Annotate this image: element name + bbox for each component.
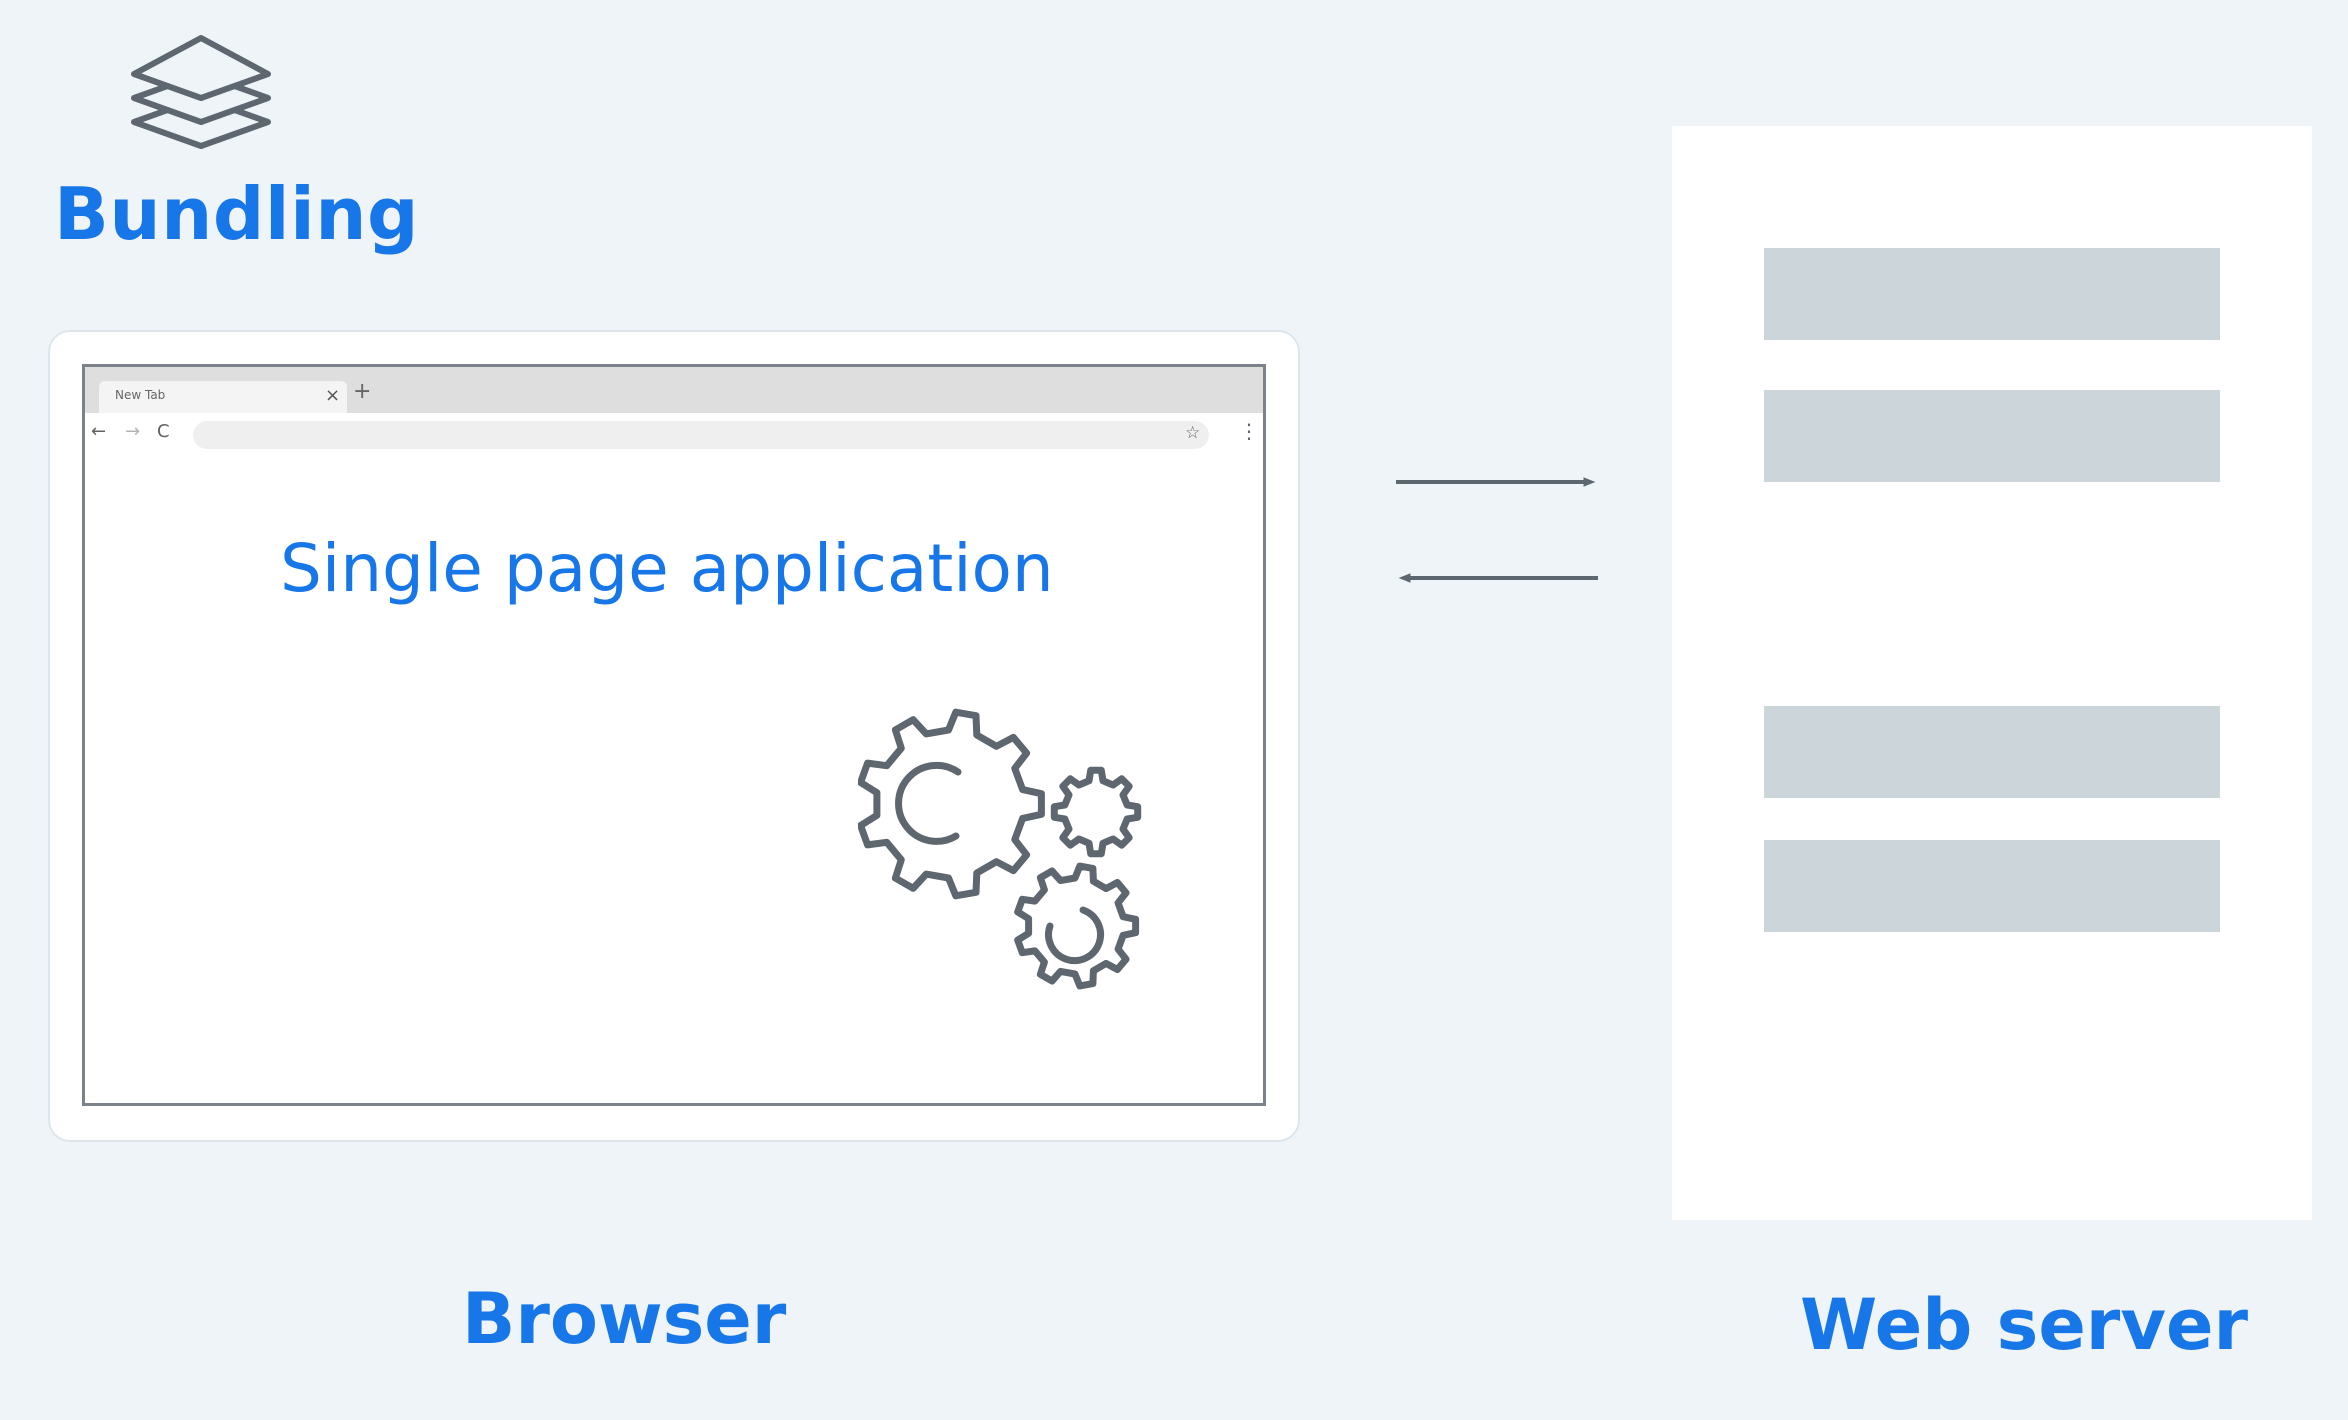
page-title: Bundling <box>54 172 420 256</box>
response-arrow-head <box>1398 573 1411 583</box>
spa-label: Single page application <box>280 530 1054 607</box>
server-block <box>1764 390 2220 482</box>
server-block <box>1764 706 2220 798</box>
browser-caption: Browser <box>462 1278 787 1360</box>
reload-icon[interactable]: C <box>157 421 170 442</box>
request-response-arrows <box>1396 477 1598 583</box>
gears-icon <box>858 708 1142 990</box>
browser-window: New Tab × + ← → C ☆ ⋮ <box>82 364 1266 1106</box>
menu-icon[interactable]: ⋮ <box>1239 419 1259 443</box>
forward-icon[interactable]: → <box>125 421 141 442</box>
address-bar[interactable]: ☆ <box>193 421 1209 449</box>
large-gear <box>858 708 1045 900</box>
close-icon[interactable]: × <box>325 385 341 406</box>
server-block <box>1764 840 2220 932</box>
web-server-panel <box>1672 126 2312 1220</box>
web-server-caption: Web server <box>1800 1284 2248 1366</box>
layers-icon <box>131 35 271 149</box>
medium-gear <box>1014 862 1140 990</box>
tab-bar: New Tab × + <box>85 367 1263 413</box>
back-icon[interactable]: ← <box>91 421 107 442</box>
tab-label: New Tab <box>115 388 166 402</box>
browser-tab[interactable]: New Tab × <box>99 381 347 413</box>
small-gear <box>1050 766 1142 858</box>
browser-toolbar: ← → C ☆ ⋮ <box>85 413 1263 457</box>
star-icon[interactable]: ☆ <box>1185 423 1201 443</box>
server-block <box>1764 248 2220 340</box>
request-arrow-head <box>1583 477 1596 487</box>
new-tab-icon[interactable]: + <box>353 379 372 404</box>
